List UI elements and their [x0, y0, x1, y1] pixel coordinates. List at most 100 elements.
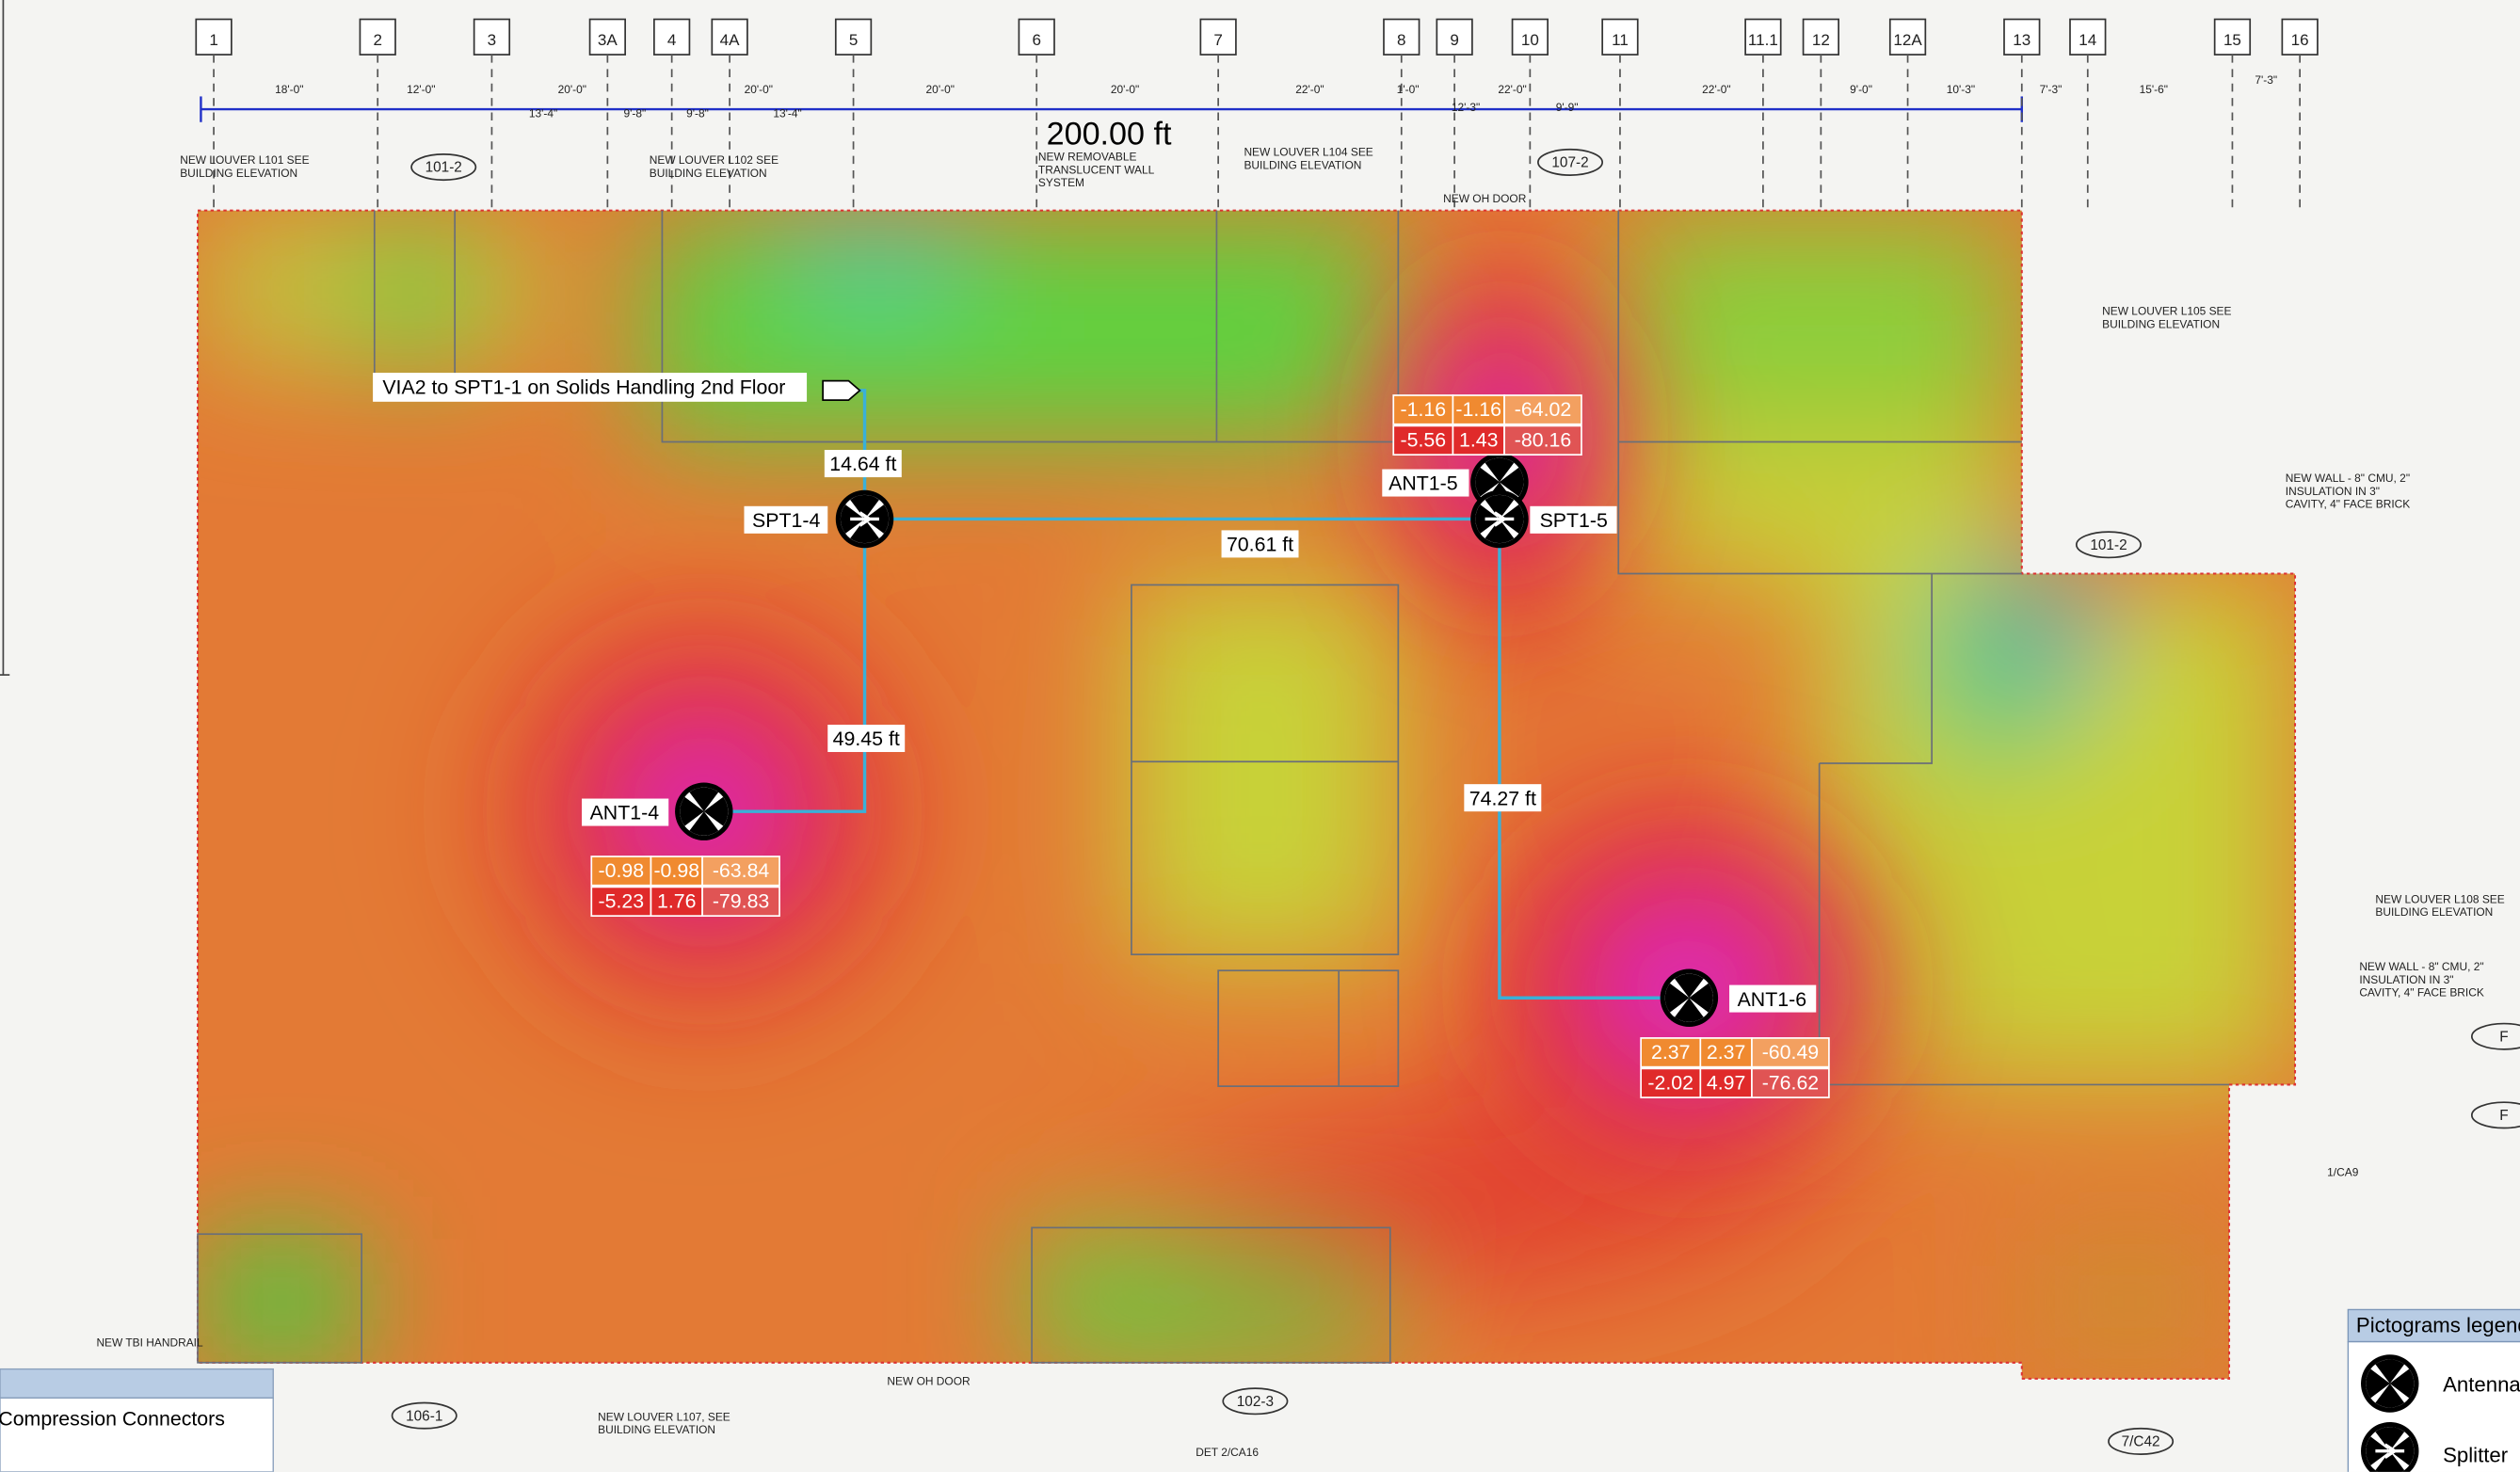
- grid-column-marker: 3: [473, 18, 511, 209]
- svg-text:106-1: 106-1: [406, 1408, 442, 1424]
- side-panel: Compression Connectors: [0, 1368, 274, 1472]
- grid-column-label: 9: [1450, 31, 1459, 49]
- dimension-text: 9'-0": [1850, 83, 1872, 96]
- grid-column-marker: 5: [834, 18, 873, 209]
- dimension-text: 10'-3": [1947, 83, 1975, 96]
- reading-value: -80.16: [1515, 429, 1571, 452]
- grid-column-label: 11: [1612, 31, 1629, 49]
- reading-value: -63.84: [713, 859, 770, 882]
- feed-connector-icon: [822, 379, 861, 401]
- device-label: SPT1-5: [1540, 509, 1608, 532]
- reading-value: 2.37: [1707, 1041, 1746, 1064]
- dimension-text: 20'-0": [558, 83, 586, 96]
- antenna-ant1-5[interactable]: ANT1-5: [1382, 453, 1529, 511]
- detail-tag: 106-1: [391, 1401, 457, 1430]
- reading-value: -5.56: [1401, 429, 1447, 452]
- splitter-spt1-4[interactable]: SPT1-4: [744, 488, 895, 550]
- dimension-text: 13'-4": [773, 107, 801, 120]
- drawing-note: 1/CA9: [2327, 1166, 2359, 1179]
- grid-column-label: 4A: [720, 31, 740, 49]
- dimension-text: 18'-0": [275, 83, 303, 96]
- drawing-note: NEW WALL - 8" CMU, 2"INSULATION IN 3"CAV…: [2359, 960, 2484, 999]
- grid-column-marker: 14: [2069, 18, 2107, 209]
- grid-column-marker: 10: [1511, 18, 1549, 209]
- detail-tag: 107-2: [1537, 148, 1604, 176]
- svg-text:101-2: 101-2: [2090, 537, 2127, 553]
- legend-title: Pictograms legend: [2356, 1313, 2520, 1336]
- grid-column-marker: 15: [2213, 18, 2252, 209]
- grid-column-label: 8: [1397, 31, 1406, 49]
- grid-column-marker: 12: [1802, 18, 1840, 209]
- grid-column-marker: 7: [1199, 18, 1237, 209]
- svg-text:102-3: 102-3: [1237, 1394, 1274, 1410]
- svg-text:101-2: 101-2: [425, 160, 462, 176]
- svg-text:F: F: [2499, 1029, 2508, 1045]
- antenna-ant1-6[interactable]: ANT1-6: [1660, 968, 1817, 1027]
- device-label: ANT1-6: [1738, 988, 1806, 1011]
- svg-text:107-2: 107-2: [1551, 155, 1588, 171]
- cable-length-label: 70.61 ft: [1227, 534, 1293, 556]
- grid-column-marker: 8: [1383, 18, 1421, 209]
- scale-label: 200.00 ft: [1047, 117, 1172, 152]
- dimension-text: 12'-0": [407, 83, 435, 96]
- grid-column-label: 10: [1521, 31, 1539, 49]
- device-label: ANT1-5: [1388, 472, 1457, 495]
- dimension-text: 20'-0": [745, 83, 773, 96]
- building-outline: [196, 209, 2297, 1380]
- detail-tag: F: [2470, 1101, 2520, 1129]
- splitter-spt1-5[interactable]: SPT1-5: [1469, 488, 1617, 550]
- legend-splitter-label: Splitter: [2443, 1444, 2509, 1467]
- grid-column-label: 13: [2013, 31, 2030, 49]
- devices: SPT1-4 ANT1-5 SPT1-5 ANT1-4 ANT1-6: [582, 453, 1817, 1027]
- feed-callout[interactable]: VIA2 to SPT1-1 on Solids Handling 2nd Fl…: [373, 373, 861, 402]
- dimension-text: 22'-0": [1498, 83, 1526, 96]
- dimension-text: 15'-6": [2140, 83, 2168, 96]
- reading-value: -1.16: [1401, 398, 1447, 421]
- device-label: SPT1-4: [752, 509, 820, 532]
- grid-column-label: 12: [1812, 31, 1830, 49]
- pictograms-legend: Pictograms legend Antenna Splitter: [2347, 1308, 2520, 1472]
- detail-tag: 101-2: [410, 153, 477, 182]
- grid-column-marker: 11.1: [1744, 18, 1782, 209]
- antenna-ant1-4[interactable]: ANT1-4: [582, 782, 733, 840]
- grid-column-label: 5: [849, 31, 858, 49]
- dimension-strings: 18'-0"12'-0"20'-0"20'-0"20'-0"20'-0"22'-…: [275, 73, 2277, 120]
- grid-column-marker: 9: [1436, 18, 1473, 209]
- cable-spt5-ant6: [1498, 519, 1690, 1000]
- drawing-note: NEW OH DOOR: [887, 1375, 971, 1388]
- detail-tag: 101-2: [2075, 531, 2142, 559]
- grid-column-marker: 3A: [588, 18, 626, 209]
- dimension-text: 20'-0": [1111, 83, 1139, 96]
- reading-value: -60.49: [1762, 1041, 1819, 1064]
- grid-column-label: 12A: [1893, 31, 1922, 49]
- svg-text:F: F: [2499, 1108, 2508, 1124]
- grid-column-marker: 2: [359, 18, 396, 209]
- grid-column-label: 2: [373, 31, 382, 49]
- device-label: ANT1-4: [590, 802, 660, 824]
- dimension-text: 22'-0": [1702, 83, 1730, 96]
- reading-value: -1.16: [1455, 398, 1501, 421]
- grid-column-label: 7: [1213, 31, 1222, 49]
- grid-column-marker: 4A: [711, 18, 748, 209]
- dimension-text: 9'-8": [686, 107, 709, 120]
- cable-length-label: 74.27 ft: [1469, 787, 1536, 809]
- reading-value: 1.43: [1459, 429, 1499, 452]
- drawing-note: NEW TBI HANDRAIL: [96, 1336, 203, 1350]
- grid-column-label: 16: [2291, 31, 2309, 49]
- reading-value: -64.02: [1515, 398, 1571, 421]
- svg-text:7/C42: 7/C42: [2122, 1434, 2160, 1450]
- drawing-note: NEW WALL - 8" CMU, 2"INSULATION IN 3"CAV…: [2286, 472, 2411, 510]
- grid-column-label: 4: [667, 31, 677, 49]
- grid-column-marker: 6: [1018, 18, 1055, 209]
- legend-antenna-label: Antenna: [2443, 1373, 2520, 1397]
- drawing-note: DET 2/CA16: [1196, 1446, 1259, 1459]
- grid-column-label: 11.1: [1748, 31, 1778, 49]
